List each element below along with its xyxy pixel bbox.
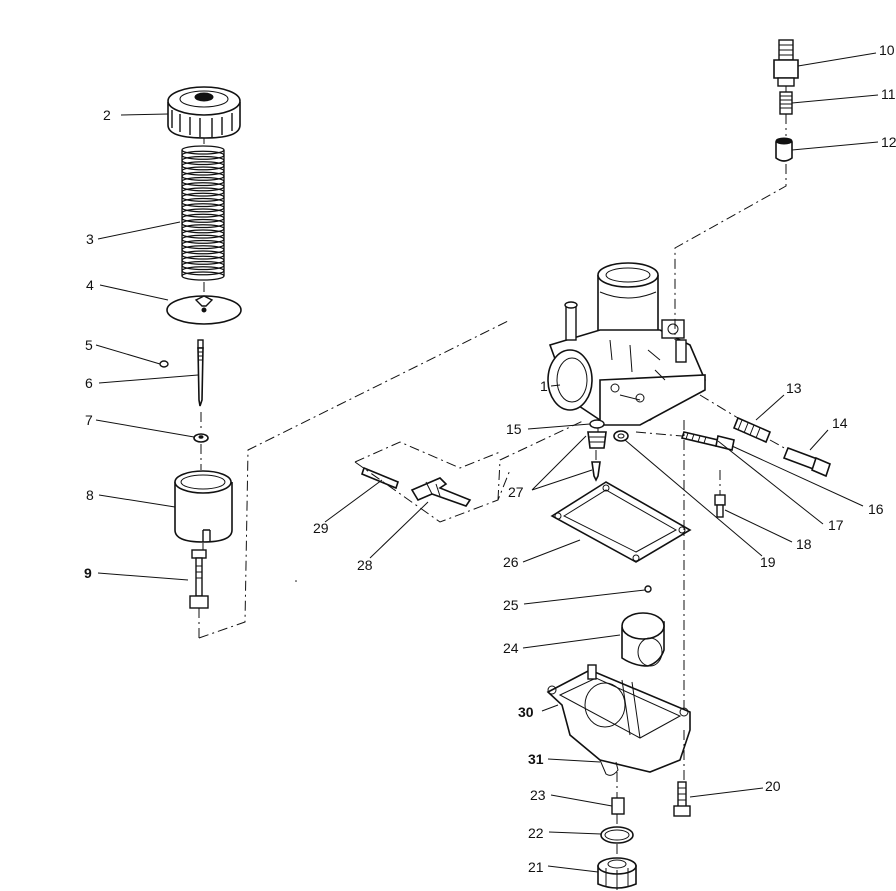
- callout-8: 8: [86, 487, 94, 503]
- part-1-carburetor-body: [547, 262, 706, 426]
- callout-30: 30: [518, 704, 534, 720]
- callout-23: 23: [530, 787, 546, 803]
- part-24-float: [621, 612, 665, 667]
- part-3-spring: [181, 145, 225, 281]
- spring-outline: [181, 150, 225, 276]
- part-16-pilot-screw: [680, 431, 735, 451]
- part-28-float-arm: [410, 477, 472, 507]
- part-27-needle-valve: [587, 431, 607, 482]
- callout-14: 14: [832, 415, 848, 431]
- callout-16: 16: [868, 501, 884, 517]
- part-23-jet: [611, 797, 625, 815]
- part-8-throttle-slide: [174, 470, 233, 543]
- callout-22: 22: [528, 825, 544, 841]
- callout-15: 15: [506, 421, 522, 437]
- part-15-jet: [589, 419, 605, 429]
- part-5-clip: [159, 360, 169, 368]
- callout-1: 1: [540, 378, 548, 394]
- callout-5: 5: [85, 337, 93, 353]
- part-12-plunger: [775, 137, 793, 162]
- stray-dot: [295, 580, 297, 582]
- part-29-pin: [361, 466, 399, 490]
- callout-2: 2: [103, 107, 111, 123]
- callout-7: 7: [85, 412, 93, 428]
- part-19-oring: [613, 430, 629, 442]
- callout-26: 26: [503, 554, 519, 570]
- callout-10: 10: [879, 42, 895, 58]
- callout-11: 11: [881, 86, 896, 102]
- callout-4: 4: [86, 277, 94, 293]
- part-4-plate: [166, 295, 242, 325]
- part-6-needle: [197, 339, 204, 407]
- spring-coil: [181, 271, 225, 281]
- part-18-screw: [714, 494, 726, 518]
- callout-31: 31: [528, 751, 544, 767]
- callout-17: 17: [828, 517, 844, 533]
- callout-9: 9: [84, 565, 92, 581]
- callout-18: 18: [796, 536, 812, 552]
- leader-lines: [95, 52, 879, 873]
- part-10-fitting: [773, 39, 799, 87]
- part-7-washer: [193, 433, 209, 443]
- callout-24: 24: [503, 640, 519, 656]
- callout-29: 29: [313, 520, 329, 536]
- callout-3: 3: [86, 231, 94, 247]
- callout-28: 28: [357, 557, 373, 573]
- callout-21: 21: [528, 859, 544, 875]
- part-14-screw: [782, 446, 831, 478]
- part-2-cap: [167, 86, 241, 139]
- callout-labels: 2 3 4 5 6 7 8 9 1 10 11 12 13 14 15 16 1…: [84, 42, 896, 875]
- part-21-drain-plug: [597, 857, 637, 890]
- part-9-screw: [189, 549, 209, 609]
- part-11-spring: [779, 91, 793, 115]
- callout-25: 25: [503, 597, 519, 613]
- callout-20: 20: [765, 778, 781, 794]
- callout-13: 13: [786, 380, 802, 396]
- part-20-screw: [673, 781, 691, 817]
- part-22-oring: [600, 826, 634, 844]
- callout-19: 19: [760, 554, 776, 570]
- callout-12: 12: [881, 134, 896, 150]
- callout-27: 27: [508, 484, 524, 500]
- part-26-gasket: [550, 481, 692, 563]
- part-25-ball: [644, 585, 652, 593]
- part-30-float-bowl: [546, 664, 691, 776]
- callout-6: 6: [85, 375, 93, 391]
- part-13-spring: [732, 416, 772, 444]
